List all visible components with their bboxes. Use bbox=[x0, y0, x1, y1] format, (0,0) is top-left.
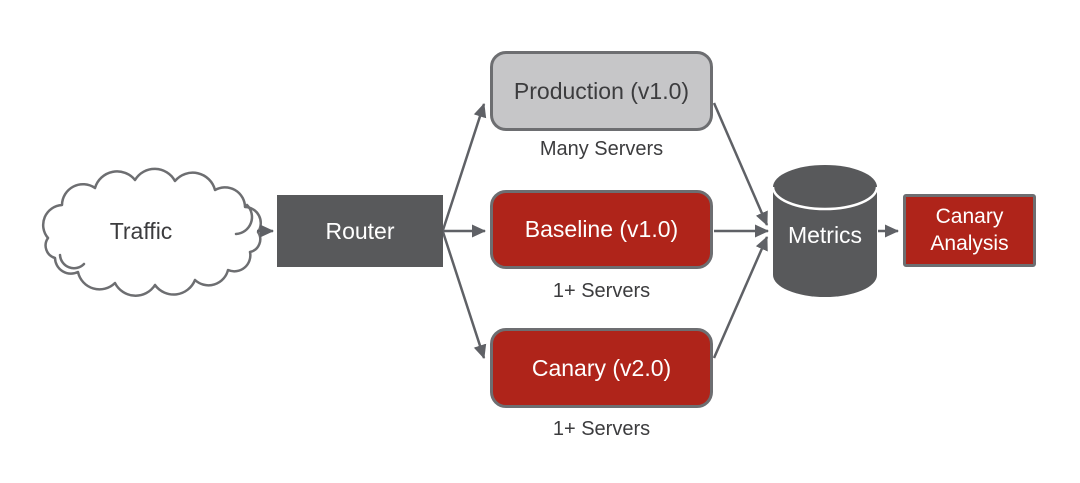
canary-analysis-node: Canary Analysis bbox=[903, 194, 1036, 267]
canary-node: Canary (v2.0) bbox=[490, 328, 713, 408]
cylinder-shape bbox=[773, 165, 877, 297]
production-sublabel: Many Servers bbox=[539, 138, 664, 160]
production-label: Production (v1.0) bbox=[513, 77, 690, 104]
edge-production-metrics bbox=[712, 102, 769, 226]
canary-label: Canary (v2.0) bbox=[531, 354, 672, 381]
canary-analysis-label-line1: Canary bbox=[935, 205, 1004, 229]
traffic-label: Traffic bbox=[109, 218, 173, 244]
edge-canary-metrics bbox=[712, 236, 769, 359]
baseline-label: Baseline (v1.0) bbox=[524, 216, 679, 242]
cloud-curl-left-icon bbox=[58, 253, 86, 270]
router-label: Router bbox=[325, 217, 395, 244]
edge-router-production bbox=[441, 103, 487, 231]
router-node: Router bbox=[277, 195, 443, 267]
production-node: Production (v1.0) bbox=[490, 51, 713, 131]
cylinder-lid-line bbox=[771, 186, 879, 211]
baseline-node: Baseline (v1.0) bbox=[490, 190, 713, 269]
edge-router-canary bbox=[441, 231, 487, 359]
metrics-label: Metrics bbox=[787, 222, 863, 248]
baseline-sublabel: 1+ Servers bbox=[552, 280, 651, 302]
cloud-curl-right-icon bbox=[234, 203, 254, 236]
canary-sublabel: 1+ Servers bbox=[552, 418, 651, 440]
canary-analysis-label-line2: Analysis bbox=[930, 231, 1009, 255]
